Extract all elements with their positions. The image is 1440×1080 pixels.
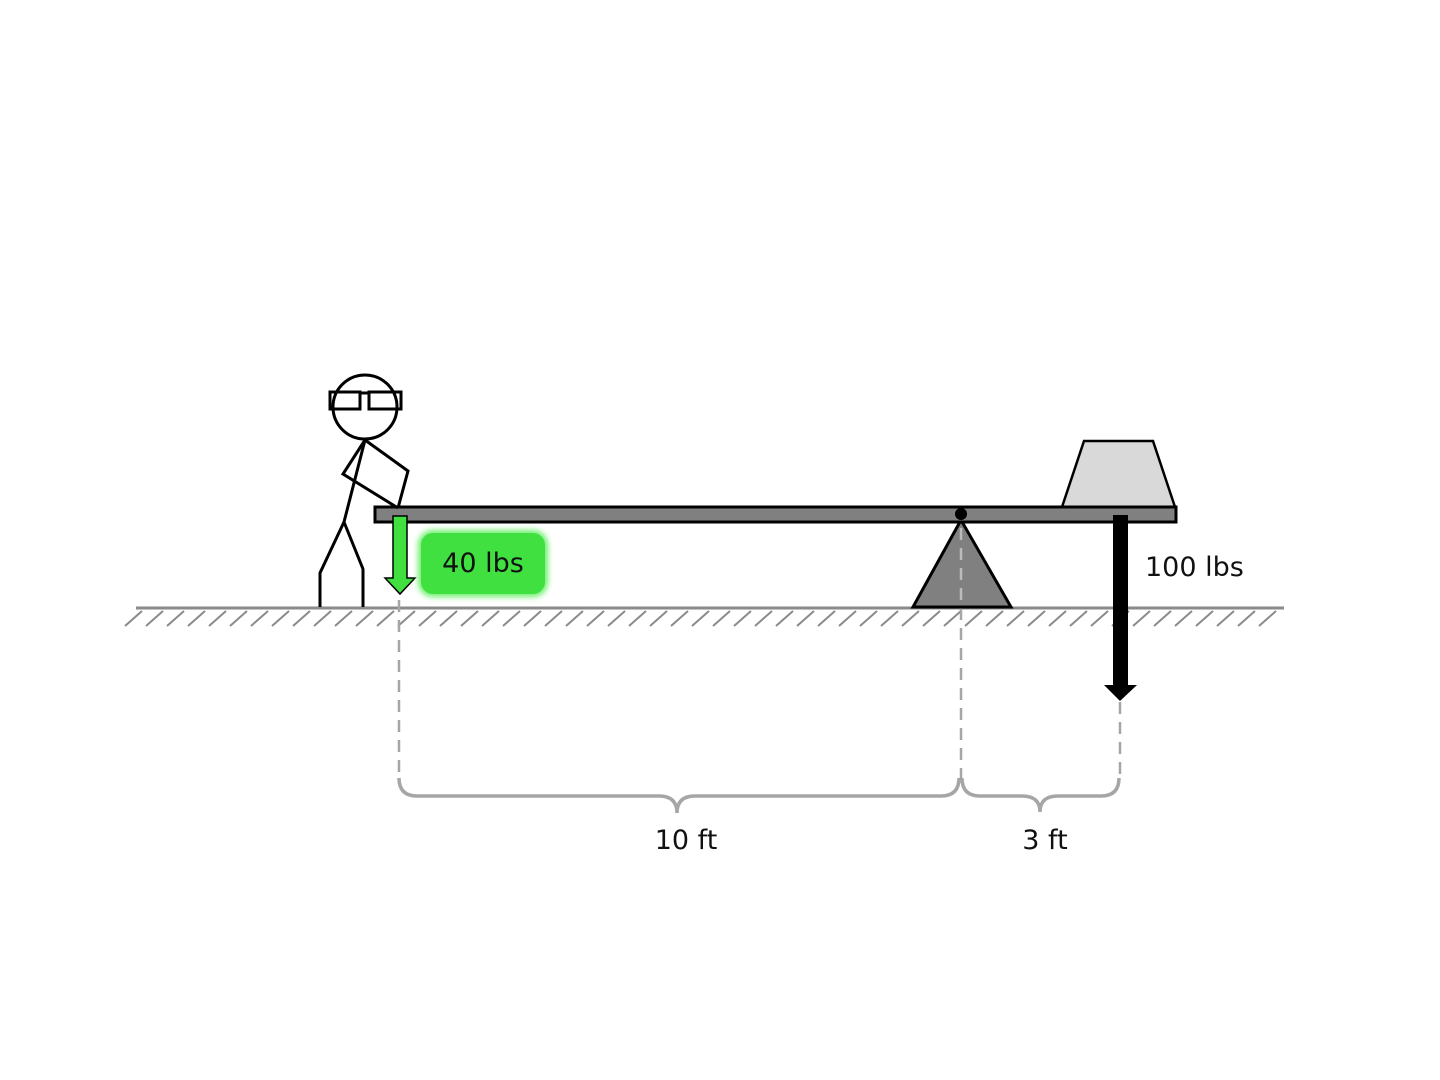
- effort-arm-brace: [397, 777, 961, 814]
- glasses-icon: [328, 390, 403, 411]
- dimension-braces: [397, 777, 1121, 814]
- load-force-arrow: [1104, 515, 1137, 701]
- fulcrum: [910, 516, 1014, 609]
- person-arm-left: [340, 439, 399, 510]
- effort-force-arrow: [383, 515, 417, 596]
- effort-force-label: 40 lbs: [442, 548, 524, 579]
- ground: [124, 606, 1284, 627]
- person-leg-right: [342, 521, 365, 607]
- load-block: [1060, 439, 1177, 509]
- load-arm-brace: [960, 777, 1121, 813]
- ground-hatching: [124, 610, 1277, 627]
- effort-force-label-box: [421, 533, 545, 594]
- person-head: [331, 373, 399, 441]
- effort-arm-label: 10 ft: [655, 825, 718, 856]
- person-leg-left: [318, 521, 346, 607]
- load-arm-label: 3 ft: [1022, 825, 1067, 856]
- load-force-label: 100 lbs: [1145, 552, 1244, 583]
- pivot-point: [955, 508, 967, 520]
- person-arm-right: [364, 438, 410, 509]
- lever-beam: [373, 505, 1178, 524]
- stick-figure-person: [318, 373, 410, 607]
